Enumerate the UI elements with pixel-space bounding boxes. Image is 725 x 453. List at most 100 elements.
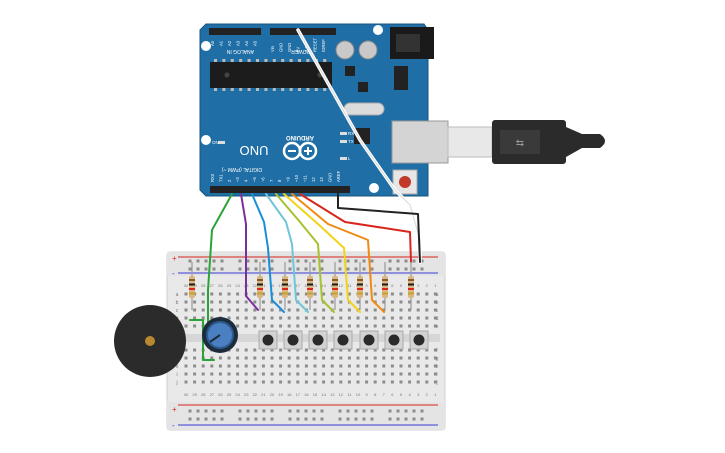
pin-label: ~11: [302, 175, 307, 182]
capacitor: [358, 40, 378, 60]
column-number: 13: [330, 392, 335, 397]
column-number: 14: [321, 283, 326, 288]
push-button[interactable]: [409, 330, 429, 350]
column-number: 17: [296, 283, 301, 288]
column-number: 27: [210, 283, 215, 288]
push-buttons[interactable]: [258, 330, 429, 350]
column-number: 20: [270, 392, 275, 397]
column-number: 25: [227, 283, 232, 288]
reset-button-cap[interactable]: [399, 176, 411, 188]
pin-label: ~10: [294, 174, 299, 182]
breadboard[interactable]: + - 303029292828272726262525242423232222…: [166, 251, 446, 431]
push-button[interactable]: [384, 330, 404, 350]
resistor[interactable]: [257, 262, 263, 310]
mounting-hole: [201, 41, 211, 51]
column-number: 2: [426, 283, 429, 288]
rail-plus-label: +: [172, 254, 177, 263]
pin-label: A2: [227, 40, 232, 46]
resistor[interactable]: [357, 262, 363, 310]
row-letter: h: [176, 364, 179, 370]
push-button[interactable]: [283, 330, 303, 350]
crystal-oscillator: [343, 102, 385, 116]
pin-label: 4: [244, 179, 249, 182]
column-number: 19: [278, 283, 283, 288]
push-button[interactable]: [333, 330, 353, 350]
potentiometer[interactable]: [202, 317, 238, 353]
pin-label: TX1: [218, 174, 223, 182]
pin-label: ~3: [235, 177, 240, 182]
column-number: 6: [391, 283, 394, 288]
tx-led-label: TX: [348, 139, 354, 144]
column-number: 7: [383, 392, 386, 397]
row-letter: g: [436, 356, 439, 362]
pin-label: A0: [210, 40, 215, 46]
pin-label: ~5: [252, 177, 257, 182]
voltage-regulator: [394, 66, 408, 90]
column-number: 28: [201, 392, 206, 397]
column-number: 2: [426, 392, 429, 397]
row-letter: b: [176, 300, 179, 306]
pin-label: GND: [287, 43, 292, 52]
column-number: 3: [417, 283, 420, 288]
power-header: [270, 28, 336, 35]
terminal-strip-holes: 3030292928282727262625252424232322222121…: [184, 283, 438, 397]
pin-label: A3: [236, 40, 241, 46]
column-number: 4: [408, 392, 411, 397]
row-letter: h: [436, 364, 439, 370]
piezo-buzzer[interactable]: [114, 305, 186, 377]
pin-label: A5: [253, 40, 258, 46]
usb-cable[interactable]: ⇆: [447, 120, 605, 164]
resistor[interactable]: [189, 262, 195, 310]
row-letter: c: [176, 308, 179, 314]
pin-label: AREF: [336, 170, 341, 182]
usb-b-port[interactable]: [391, 120, 449, 164]
column-number: 18: [287, 283, 292, 288]
bottom-power-rail: + -: [167, 402, 445, 430]
on-led-label: ON: [212, 140, 219, 145]
microcontroller-chip: [210, 62, 332, 88]
resistor[interactable]: [332, 262, 338, 310]
column-number: 28: [201, 283, 206, 288]
push-button[interactable]: [308, 330, 328, 350]
column-number: 9: [365, 283, 368, 288]
row-letter: j: [435, 380, 437, 386]
resistor[interactable]: [282, 262, 288, 310]
l-led-label: L: [348, 156, 351, 161]
rail-plus-label-bottom: +: [172, 405, 177, 414]
column-number: 12: [339, 283, 344, 288]
resistor[interactable]: [408, 262, 414, 310]
pin-label: A1: [219, 40, 224, 46]
row-letter: e: [436, 324, 439, 330]
push-button[interactable]: [258, 330, 278, 350]
column-number: 24: [235, 392, 240, 397]
pin-label: 13: [319, 177, 324, 182]
wires[interactable]: [189, 28, 422, 361]
capacitor: [335, 40, 355, 60]
row-letter: i: [176, 372, 177, 378]
brand-label: ARDUINO: [286, 134, 314, 140]
rx-led-label: RX: [348, 131, 354, 136]
resistor[interactable]: [307, 262, 313, 310]
column-number: 23: [244, 392, 249, 397]
resistors[interactable]: [189, 262, 414, 310]
push-button[interactable]: [359, 330, 379, 350]
pin-label: 2: [227, 179, 232, 182]
column-number: 18: [287, 392, 292, 397]
column-number: 11: [347, 392, 352, 397]
column-number: 10: [356, 392, 361, 397]
column-number: 16: [304, 392, 309, 397]
row-letter: c: [436, 308, 439, 314]
pin-label: Vin: [270, 45, 275, 52]
pin-label: GND: [328, 173, 333, 182]
digital-header-label: DIGITAL (PWM ~): [222, 166, 262, 172]
mounting-hole: [201, 135, 211, 145]
digital-header: [210, 186, 350, 193]
column-number: 22: [253, 392, 258, 397]
wire-red: [299, 193, 412, 263]
column-number: 8: [374, 392, 377, 397]
row-letter: a: [176, 292, 179, 298]
row-letter: b: [436, 300, 439, 306]
resistor[interactable]: [382, 262, 388, 310]
column-number: 6: [391, 392, 394, 397]
